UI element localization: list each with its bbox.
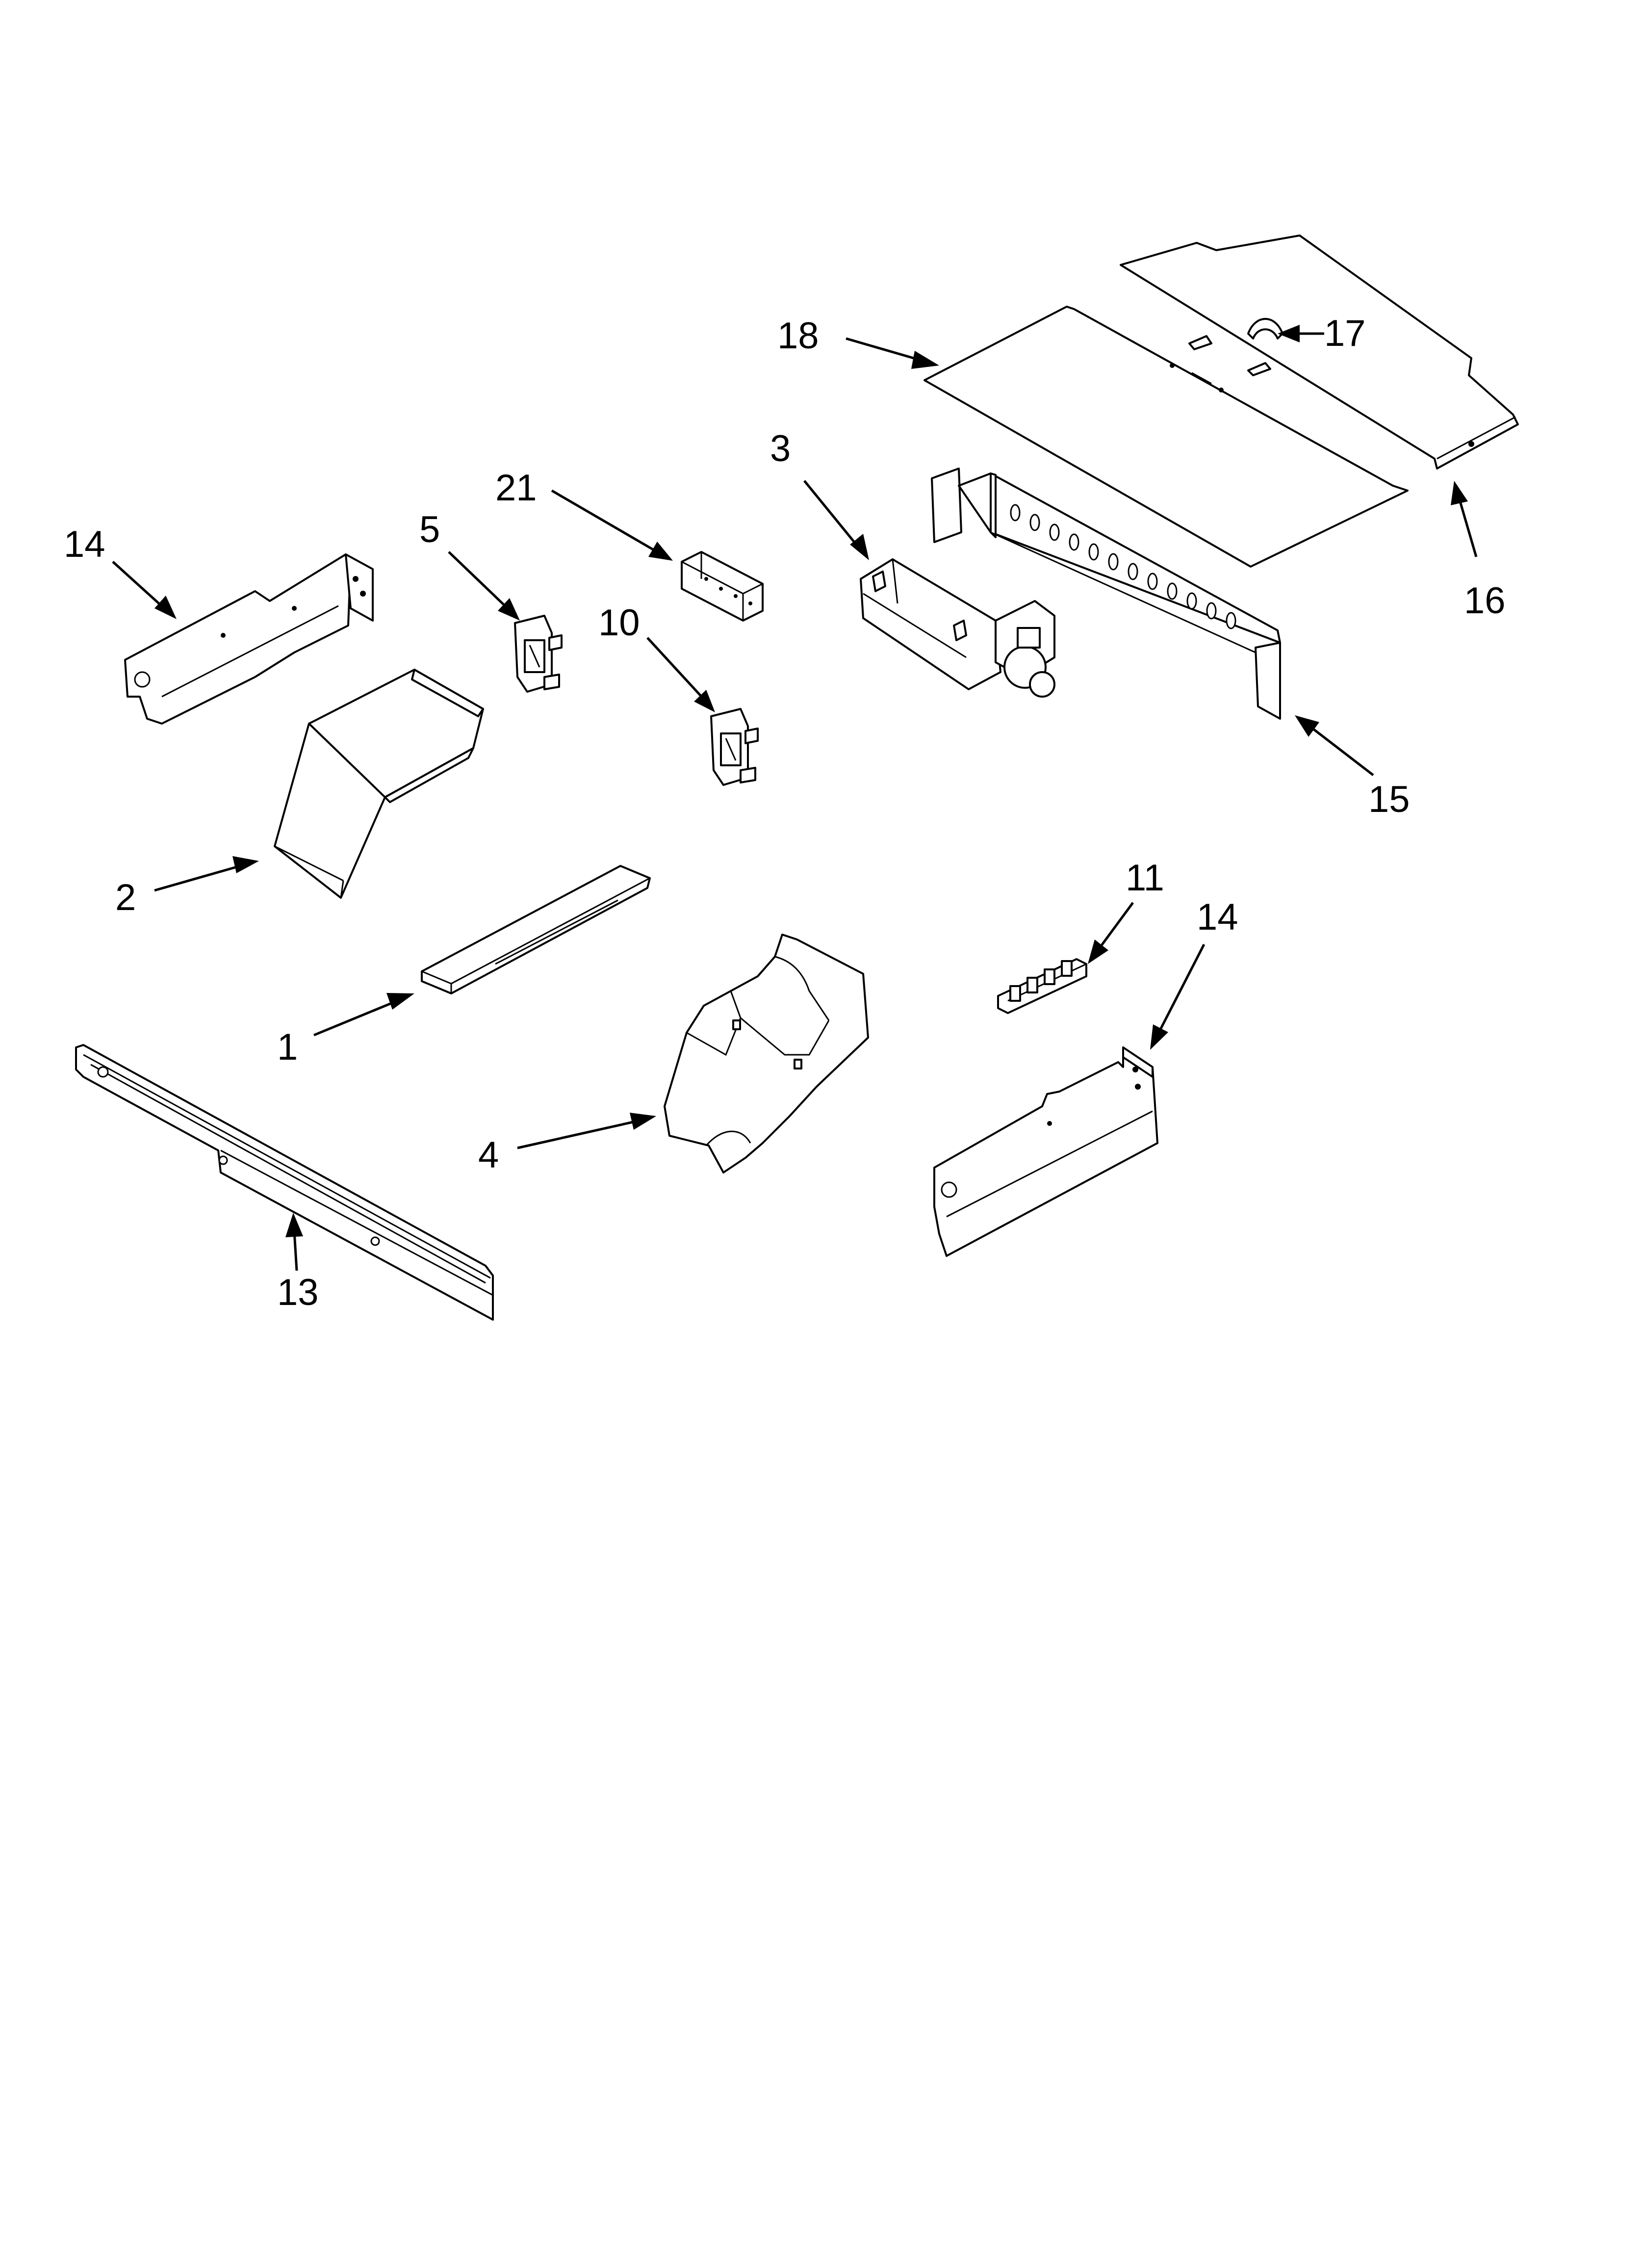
callout-13: 13 <box>277 1213 319 1313</box>
part-21-block <box>681 551 764 622</box>
callout-label-18: 18 <box>777 315 819 357</box>
part-5-relay <box>514 615 563 693</box>
callout-label-17: 17 <box>1324 313 1366 354</box>
rail-slots <box>1010 504 1236 629</box>
callout-label-5: 5 <box>419 509 440 550</box>
part-16-top-panel <box>1120 235 1519 469</box>
callout-15: 15 <box>1295 715 1410 820</box>
callout-21: 21 <box>495 467 673 561</box>
part-11-terminal-block <box>997 958 1087 1014</box>
part-14-bracket-left <box>124 553 374 725</box>
part-4-shield <box>664 934 869 1173</box>
callout-14-left: 14 <box>64 523 177 619</box>
callout-18: 18 <box>777 315 939 369</box>
callout-14-right: 14 <box>1150 896 1238 1050</box>
part-18-top-panel-front <box>924 306 1409 568</box>
callout-1: 1 <box>277 993 414 1068</box>
callout-label-16: 16 <box>1464 580 1506 622</box>
callout-label-11: 11 <box>1126 857 1164 899</box>
callout-label-21: 21 <box>495 467 537 509</box>
callout-label-4: 4 <box>478 1134 499 1176</box>
callout-2: 2 <box>115 856 259 918</box>
callout-label-13: 13 <box>277 1272 319 1313</box>
callout-label-3: 3 <box>770 428 791 469</box>
callout-label-14-left: 14 <box>64 523 105 565</box>
callout-label-2: 2 <box>115 877 136 918</box>
part-2-duct <box>274 669 484 899</box>
callout-label-14-right: 14 <box>1197 896 1238 938</box>
part-3-control-assembly <box>860 558 1055 698</box>
part-13-long-rail <box>75 1044 494 1321</box>
part-14-bracket-right <box>933 1046 1158 1257</box>
callout-17: 17 <box>1278 313 1366 354</box>
callout-11: 11 <box>1088 857 1164 964</box>
callout-16: 16 <box>1451 481 1506 622</box>
part-15-perforated-rail <box>931 468 1281 720</box>
callout-label-10: 10 <box>598 602 640 644</box>
callout-label-1: 1 <box>277 1026 298 1068</box>
callout-4: 4 <box>478 1113 656 1176</box>
callout-10: 10 <box>598 602 715 712</box>
callout-5: 5 <box>419 509 520 621</box>
part-10-relay <box>710 708 759 786</box>
part-1-bar <box>421 865 651 994</box>
callout-3: 3 <box>770 428 869 560</box>
callout-label-15: 15 <box>1368 779 1410 820</box>
